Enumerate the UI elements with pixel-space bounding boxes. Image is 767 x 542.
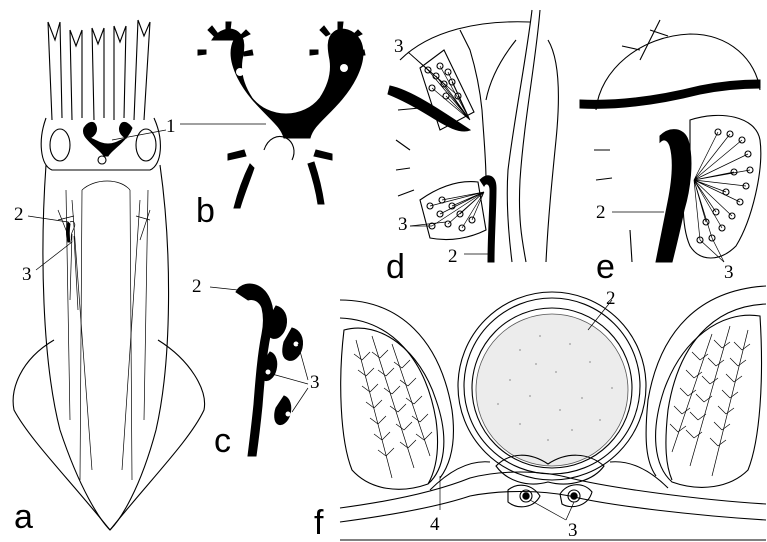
label-e-2: 2 [596,202,606,223]
label-f-2: 2 [606,288,616,309]
panel-f-cross-section: 2 3 4 f [314,286,766,542]
label-f-3: 3 [568,520,578,541]
panel-a-labels: 1 2 3 a [14,116,266,536]
d-lower-cells [427,192,484,231]
panel-label-a: a [14,498,33,536]
right-gill-feathers [670,326,750,476]
label-f-4: 4 [430,514,440,535]
e-cells [694,129,753,243]
leader-2-c [210,287,238,290]
panel-label-f: f [314,504,324,542]
label-a-2: 2 [14,204,24,225]
panel-a-squid [13,20,204,530]
panel-label-c: c [214,422,231,460]
leader-3-a [36,242,72,270]
label-d-3-top: 3 [394,36,404,57]
panel-label-b: b [196,192,215,230]
panel-label-e: e [596,248,615,286]
label-a-3: 3 [22,264,32,285]
label-d-2: 2 [448,246,458,267]
left-gill-feathers [354,336,432,478]
panel-c-ganglion: 2 3 c [192,276,320,460]
label-1: 1 [166,116,176,137]
label-c-2: 2 [192,276,202,297]
label-d-3-bottom: 3 [398,214,408,235]
panel-d-ganglion-detail: 3 3 2 d [386,10,558,286]
panel-label-d: d [386,248,405,286]
label-c-3: 3 [310,372,320,393]
label-e-3: 3 [724,262,734,283]
panel-e-ganglion-detail: 2 3 e [580,20,761,286]
panel-b-brain: b [196,22,365,230]
